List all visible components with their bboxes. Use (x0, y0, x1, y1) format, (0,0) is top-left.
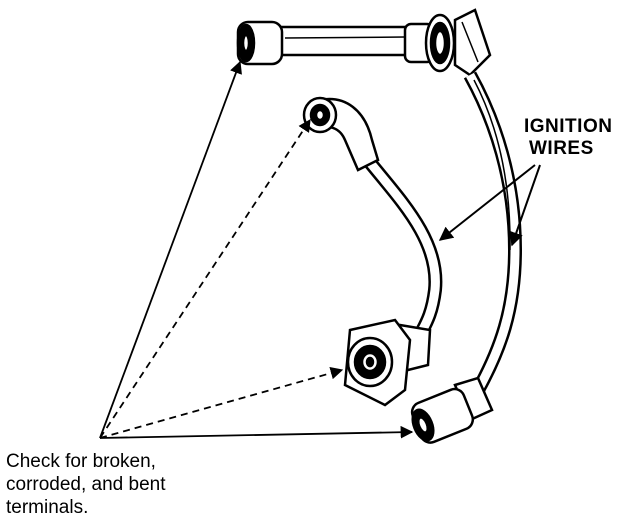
top-right-boot (405, 10, 490, 75)
middle-top-terminal (304, 98, 378, 170)
callout-arrows (440, 165, 540, 245)
callout-line-1: IGNITION (524, 116, 612, 138)
right-ignition-wire (470, 75, 515, 390)
callout-line-2: WIRES (524, 138, 612, 160)
top-ignition-wire (238, 10, 490, 75)
bottom-right-terminal (409, 378, 492, 446)
note-line-2: corroded, and bent (6, 473, 166, 496)
ignition-wires-label: IGNITION WIRES (524, 116, 612, 160)
note-line-1: Check for broken, (6, 450, 166, 473)
middle-bottom-terminal (345, 320, 430, 405)
terminal-check-note: Check for broken, corroded, and bent ter… (6, 450, 166, 519)
top-left-terminal (238, 22, 282, 64)
note-line-3: terminals. (6, 496, 166, 519)
middle-ignition-wire (368, 160, 435, 335)
